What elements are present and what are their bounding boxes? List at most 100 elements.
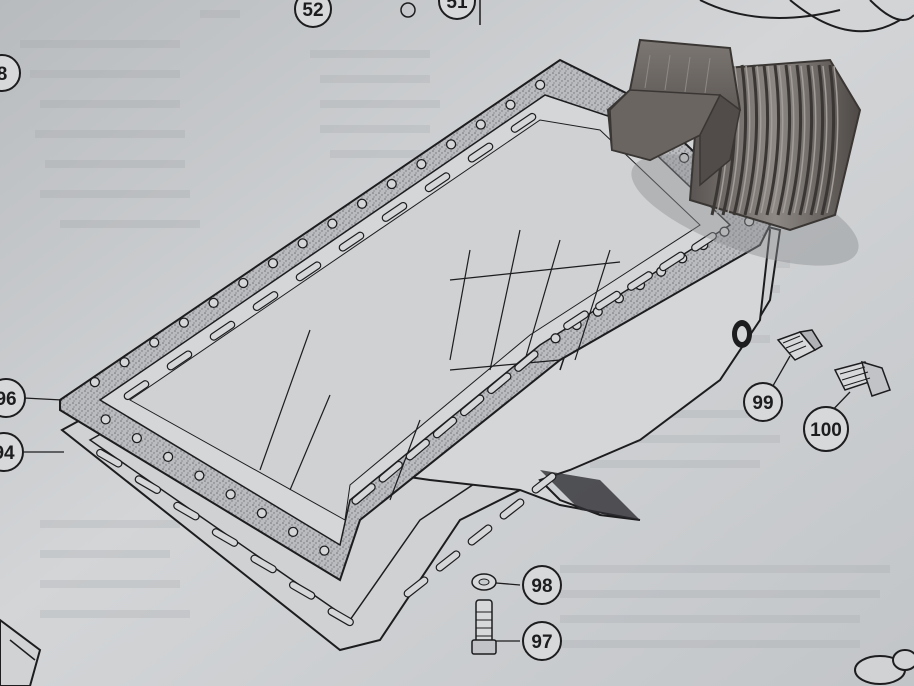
callout-99-label: 99 [752,393,773,414]
gasket-hole [535,79,546,91]
gasket-hole [256,507,268,519]
callout-52-label: 52 [302,0,323,21]
callout-96: 96 [0,378,26,418]
plug-thread-ridge [809,64,825,216]
gasket-hole [679,152,690,164]
gasket-slot [467,524,493,546]
bottom-right-fragment [854,649,914,685]
callout-100-label: 100 [810,420,842,441]
top-partial-drawings [400,0,914,33]
plug-thread-highlight [738,65,751,214]
bottom-left-fragment [0,618,42,686]
gasket-hole [287,526,299,538]
gasket-slot [432,416,458,439]
gasket-slot [209,320,236,341]
gasket-hole [194,470,205,481]
callout-8: 8 [0,54,21,92]
gasket-slot [467,142,494,163]
gasket-slot [691,231,717,252]
plug-thread-highlight [793,65,806,214]
plug-thread-ridge [787,64,803,216]
plug-threads [710,64,839,216]
gasket-slot [134,475,162,494]
callout-98-label: 98 [531,576,552,597]
plug-thread-ridge [798,64,814,216]
gasket-hole [327,218,338,229]
gasket-slot [514,350,539,372]
gasket-slot [123,380,150,401]
callout-96-label: 96 [0,389,17,410]
gasket-hole [416,159,427,170]
callout-51: 51 [438,0,476,20]
gasket-slot [338,231,365,252]
gasket-hole [475,119,486,130]
gasket-slot [595,290,621,311]
gasket-slot [405,438,431,461]
plug-thread-highlight [782,65,795,214]
gasket-slot [435,550,461,572]
callout-100: 100 [803,406,849,452]
gasket-hole [550,333,561,344]
gasket-slot [563,310,589,331]
gasket-slot [327,607,354,627]
callout-94-label: 94 [0,443,15,464]
plug-thread-ridge [743,64,759,216]
drain-plug-99 [776,329,824,361]
threaded-drain-plug-photo [606,38,862,266]
plug-thread-highlight [771,65,784,214]
gasket-hole [505,99,516,110]
gasket-hole [267,258,279,269]
callout-99: 99 [743,382,783,422]
drain-plug-100 [833,360,891,397]
plug-thread-highlight [826,65,839,214]
upper-gasket [59,58,772,582]
gasket-slot [252,291,279,312]
gasket-slot [211,528,239,547]
gasket-slot [424,172,451,193]
plug-thread-ridge [765,64,781,216]
gasket-slot [499,498,525,520]
gasket-hole [119,357,130,368]
callout-97: 97 [522,621,562,661]
gasket-hole [162,451,174,463]
gasket-hole [100,414,111,425]
callout-51-label: 51 [446,0,468,13]
gasket-hole [356,198,368,209]
gasket-slot [381,201,408,222]
bolt-97 [471,599,497,655]
plug-thread-ridge [776,64,792,216]
gasket-hole [445,139,457,150]
gasket-slot [403,576,429,598]
plug-thread-ridge [754,64,770,216]
callout-97-label: 97 [531,632,552,653]
callout-8-label: 8 [0,64,7,85]
gasket-hole [297,238,308,249]
callout-98: 98 [522,565,562,605]
gasket-slot [351,483,376,505]
gasket-slot [487,372,512,395]
plug-thread-highlight [804,65,817,214]
gasket-hole [238,277,249,289]
gasket-hole [89,376,100,388]
gasket-hole [131,432,143,444]
plug-thread-highlight [760,65,773,214]
gasket-hole [208,297,219,308]
gasket-hole [225,489,236,500]
gasket-slot [378,460,403,483]
gasket-slot [627,271,653,291]
plug-thread-highlight [749,65,762,214]
plug-thread-highlight [727,65,740,214]
plug-thread-ridge [820,64,836,216]
gasket-slot [531,472,557,494]
gasket-hole [386,178,397,190]
callout-52: 52 [294,0,332,28]
gasket-slot [166,350,193,371]
gasket-slot [250,554,277,574]
gasket-slot [659,251,685,272]
gasket-hole [149,337,160,348]
plug-thread-ridge [732,64,748,216]
gasket-hole [178,317,190,328]
gasket-slot [288,581,316,600]
washer-98 [471,573,497,591]
